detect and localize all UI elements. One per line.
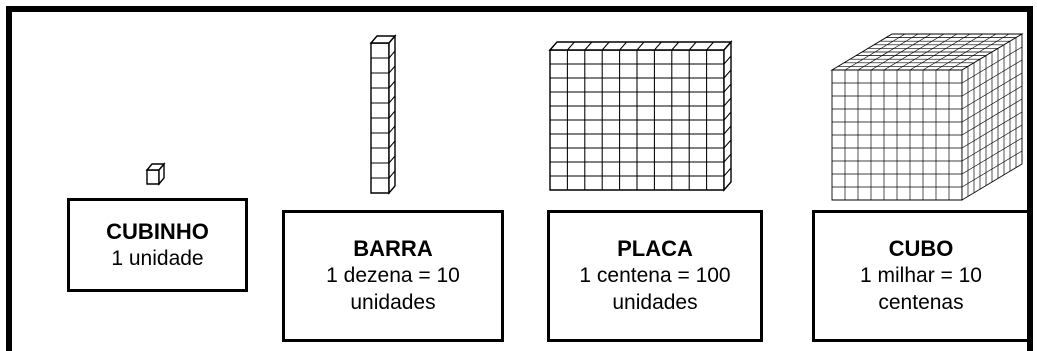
cubinho-label-box: CUBINHO 1 unidade [67, 198, 248, 292]
placa-title: PLACA [617, 236, 693, 261]
cubinho-title: CUBINHO [106, 218, 209, 244]
barra-description: 1 dezena = 10 unidades [326, 264, 460, 314]
thousand-cube-icon [830, 33, 1024, 201]
ten-rod-icon [369, 34, 397, 195]
unit-cube-icon [145, 162, 166, 186]
cubo-title: CUBO [888, 236, 954, 261]
barra-label-box: BARRA 1 dezena = 10 unidades [282, 210, 504, 342]
cubo-label-box: CUBO 1 milhar = 10 centenas [812, 210, 1030, 342]
cubinho-description: 1 unidade [111, 246, 204, 270]
hundred-flat-icon [548, 40, 733, 192]
placa-label-box: PLACA 1 centena = 100 unidades [547, 210, 763, 342]
cubo-description: 1 milhar = 10 centenas [860, 264, 982, 314]
placa-description: 1 centena = 100 unidades [579, 264, 731, 314]
outer-frame [6, 6, 1033, 351]
barra-title: BARRA [353, 236, 433, 261]
